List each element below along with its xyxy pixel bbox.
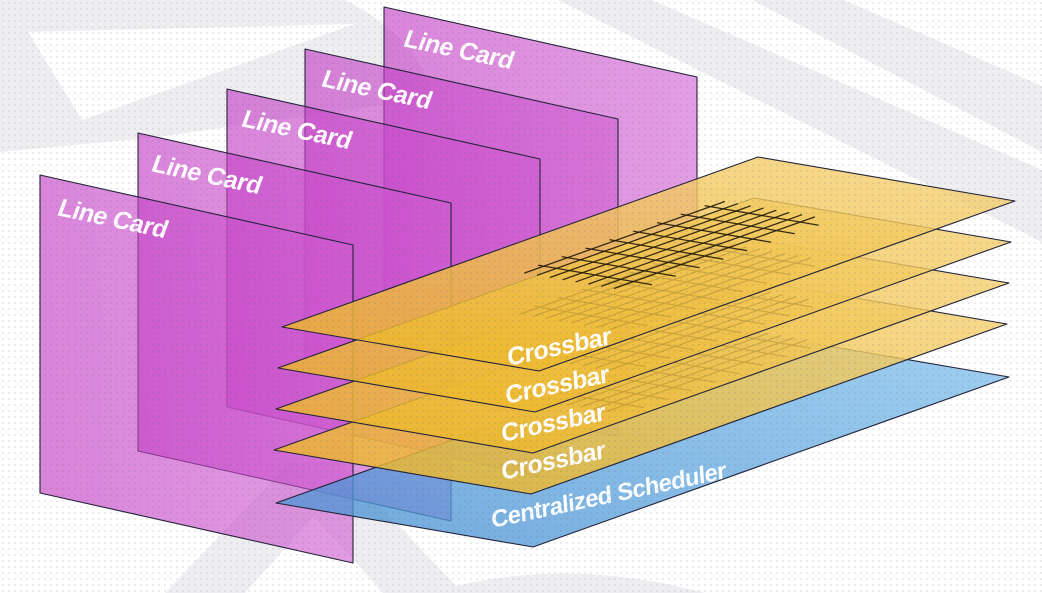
line-card-plane-1 (39, 174, 354, 564)
crossbar-plane-1 (281, 156, 1016, 372)
watermark-bottom-chevron (165, 462, 463, 593)
watermark-topright-band-2 (558, 0, 1042, 242)
crossbar-switch-grid-1 (523, 200, 819, 290)
watermark-topright-band-1 (752, 0, 1042, 152)
watermark-topleft-notch (28, 24, 355, 120)
crossbars-group: Crossbar Crossbar Crossbar Crossbar (273, 156, 1016, 495)
watermark-bottom-band (430, 573, 705, 593)
